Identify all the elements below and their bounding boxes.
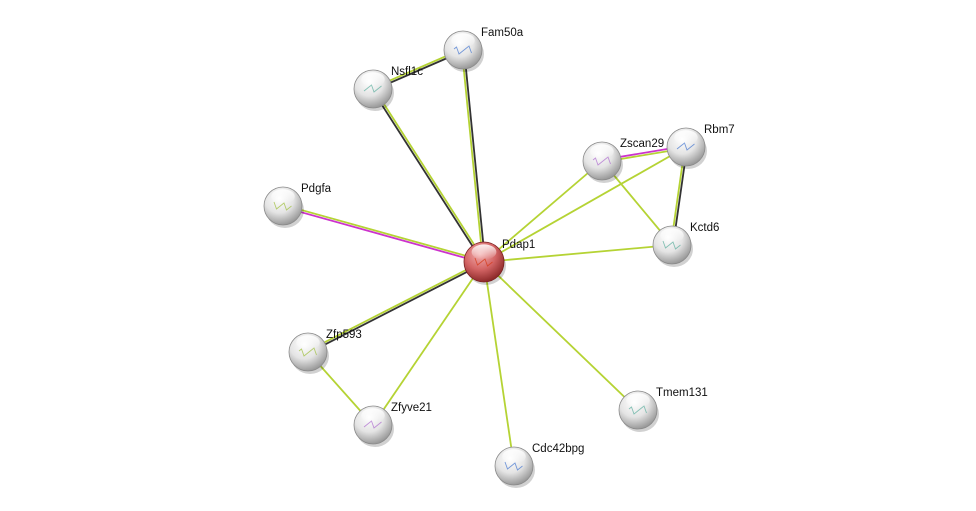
edge-line-coexpression [308,262,485,354]
node-label: Zscan29 [620,138,664,150]
node-tmem131[interactable]: Tmem131 [618,387,708,433]
node-highlight [590,144,614,159]
node-kctd6[interactable]: Kctd6 [652,222,719,268]
node-highlight [361,72,385,87]
protein-structure-icon [676,142,695,151]
edge-line-textmining [461,50,484,263]
protein-structure-icon [273,201,292,211]
edge-pdap1-fam50a[interactable] [461,49,486,263]
edge-line-textmining [283,204,485,262]
edge-pdap1-zfyve21[interactable] [372,261,485,426]
node-highlight [296,335,320,350]
node-zfyve21[interactable]: Zfyve21 [353,402,432,448]
node-zscan29[interactable]: Zscan29 [582,138,664,184]
node-highlight [361,408,385,423]
edge-pdap1-pdgfa[interactable] [282,204,485,264]
protein-structure-icon [504,461,523,471]
node-highlight [451,33,475,48]
node-fam50a[interactable]: Fam50a [443,27,524,73]
edge-pdap1-zscan29[interactable] [483,160,603,263]
node-label: Rbm7 [704,124,735,136]
node-nsfl1c[interactable]: Nsfl1c [353,66,423,112]
edge-pdap1-cdc42bpg[interactable] [483,261,515,467]
edge-pdap1-rbm7[interactable] [483,146,687,263]
node-pdap1[interactable]: Pdap1 [463,239,535,285]
edge-line-textmining [483,244,673,263]
node-label: Zfp593 [326,329,362,341]
node-pdgfa[interactable]: Pdgfa [263,183,332,229]
node-label: Zfyve21 [391,402,432,414]
edge-pdap1-nsfl1c[interactable] [371,87,486,264]
node-label: Pdap1 [502,239,535,251]
edge-line-textmining [483,261,515,467]
node-highlight [471,244,497,260]
protein-structure-icon [662,240,681,250]
node-label: Fam50a [481,27,524,39]
node-label: Pdgfa [301,183,332,195]
edge-line-experiments [282,206,484,264]
protein-structure-icon [363,84,382,93]
node-highlight [674,130,698,145]
node-zfp593[interactable]: Zfp593 [288,329,362,375]
edge-line-coexpression [371,89,484,264]
edge-line-textmining [483,160,603,263]
edge-line-textmining [307,260,484,352]
edge-line-textmining [483,146,687,263]
protein-structure-icon [474,257,493,267]
edge-line-textmining [483,261,639,411]
node-label: Kctd6 [690,222,719,234]
node-highlight [626,393,650,408]
edge-line-textmining [372,261,485,426]
node-label: Cdc42bpg [532,443,584,455]
node-highlight [660,228,684,243]
edge-line-coexpression [463,49,486,262]
node-label: Tmem131 [656,387,708,399]
edge-pdap1-tmem131[interactable] [483,261,639,411]
node-rbm7[interactable]: Rbm7 [666,124,735,170]
protein-structure-icon [363,420,382,429]
node-label: Nsfl1c [391,66,423,78]
edge-line-textmining [373,87,486,262]
node-cdc42bpg[interactable]: Cdc42bpg [494,443,584,489]
node-highlight [502,449,526,464]
node-highlight [271,189,295,204]
edge-pdap1-kctd6[interactable] [483,244,673,263]
edge-pdap1-zfp593[interactable] [307,260,485,354]
